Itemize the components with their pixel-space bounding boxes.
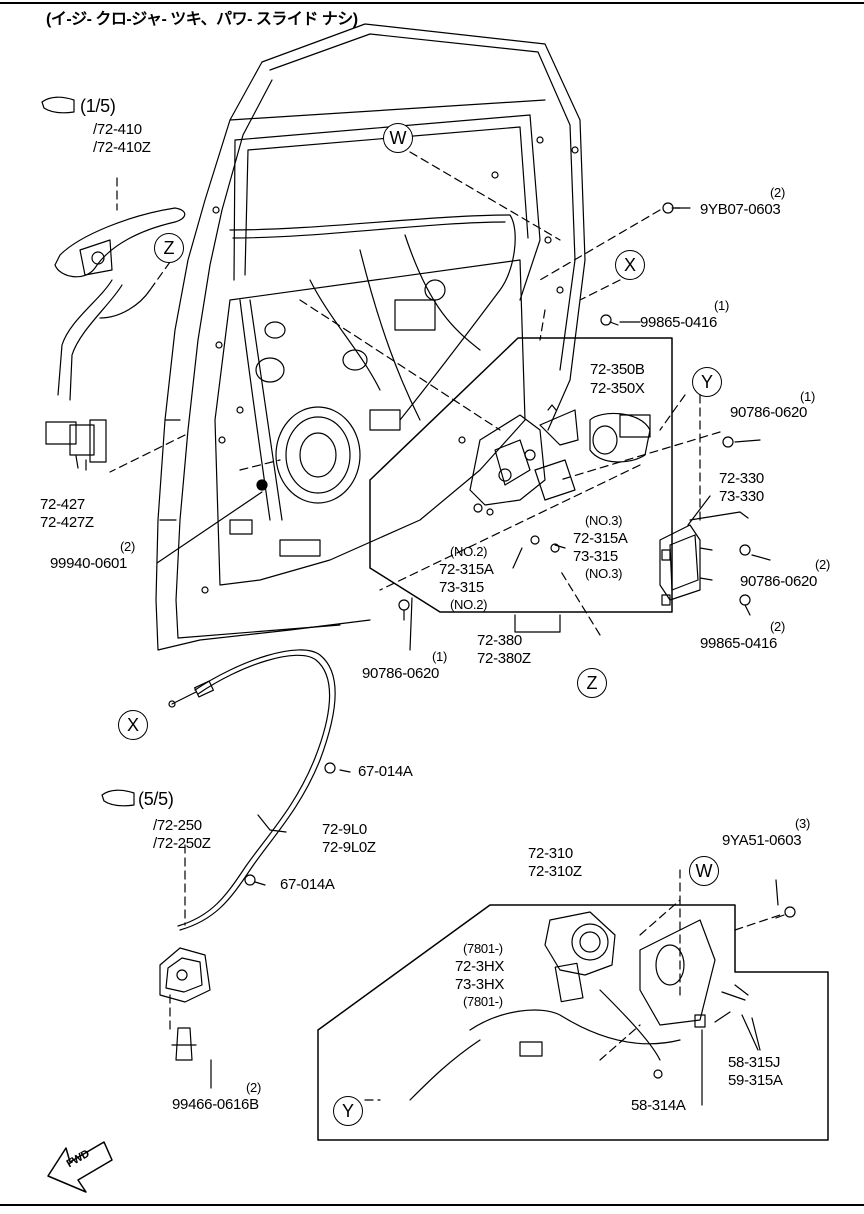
closer-box [317,904,829,1141]
qty-9yb07: (2) [770,185,785,200]
qty-90786-a: (1) [800,389,815,404]
part-59-315a[interactable]: 59-315A [728,1072,783,1089]
part-72-410z[interactable]: /72-410Z [93,139,151,156]
latch-assembly-drawing [469,404,651,516]
part-72-427z[interactable]: 72-427Z [40,514,94,531]
part-72-3hx[interactable]: 72-3HX [455,958,505,975]
part-72-330[interactable]: 72-330 [719,470,764,487]
date-7801-b: (7801-) [463,994,503,1009]
part-99940-0601[interactable]: 99940-0601 [50,555,128,572]
date-7801-a: (7801-) [463,941,503,956]
cable-drawing [168,649,336,931]
part-72-380[interactable]: 72-380 [477,632,522,649]
qty-90786-b: (2) [815,557,830,572]
fwd-arrow-icon [47,1141,113,1193]
part-72-380z[interactable]: 72-380Z [477,650,531,667]
view-marker-x-left[interactable]: X [118,710,148,740]
dashed-leaders [109,151,781,1101]
part-73-315-right[interactable]: 73-315 [573,548,618,565]
part-99865-0416-a[interactable]: 99865-0416 [640,314,718,331]
part-99466-0616b[interactable]: 99466-0616B [172,1096,259,1113]
part-90786-0620-c[interactable]: 90786-0620 [362,665,440,682]
part-73-3hx[interactable]: 73-3HX [455,976,505,993]
no2-b: (NO.2) [450,597,488,612]
ref-1-5[interactable]: (1/5) [80,96,116,116]
part-72-427[interactable]: 72-427 [40,496,85,513]
part-73-330[interactable]: 73-330 [719,488,764,505]
closer-motor-drawing [409,911,749,1101]
part-67-014a-b[interactable]: 67-014A [280,876,335,893]
part-72-310[interactable]: 72-310 [528,845,573,862]
ref-5-5[interactable]: (5/5) [138,789,174,809]
latch-box [369,337,673,613]
view-marker-y-bottom[interactable]: Y [333,1096,363,1126]
qty-9ya51: (3) [795,816,810,831]
qty-99466: (2) [246,1080,261,1095]
part-72-350x[interactable]: 72-350X [590,380,645,397]
part-9ya51-0603[interactable]: 9YA51-0603 [722,832,802,849]
view-marker-y-top[interactable]: Y [692,367,722,397]
part-73-315-left[interactable]: 73-315 [439,579,484,596]
part-99865-0416-b[interactable]: 99865-0416 [700,635,778,652]
part-72-350b[interactable]: 72-350B [590,361,645,378]
bottom-rule [0,1204,864,1206]
part-72-410[interactable]: /72-410 [93,121,142,138]
remote-latch-drawing [159,947,211,1061]
qty-99865-b: (2) [770,619,785,634]
part-58-314a[interactable]: 58-314A [631,1097,686,1114]
part-72-250[interactable]: /72-250 [153,817,202,834]
part-72-315a-right[interactable]: 72-315A [573,530,628,547]
part-72-315a-left[interactable]: 72-315A [439,561,494,578]
no3-a: (NO.3) [585,513,623,528]
part-58-315j[interactable]: 58-315J [728,1054,781,1071]
outside-handle-drawing [45,207,186,471]
view-marker-z-bottom[interactable]: Z [577,668,607,698]
qty-99865-a: (1) [714,298,729,313]
striker-drawing [659,511,749,606]
solid-leaders [156,207,779,1106]
part-72-9l0z[interactable]: 72-9L0Z [322,839,376,856]
qty-99940: (2) [120,539,135,554]
view-marker-w-bottom[interactable]: W [689,856,719,886]
view-marker-z-top[interactable]: Z [154,233,184,263]
view-marker-x-top[interactable]: X [615,250,645,280]
qty-90786-c: (1) [432,649,447,664]
part-90786-0620-b[interactable]: 90786-0620 [740,573,818,590]
part-67-014a-a[interactable]: 67-014A [358,763,413,780]
part-72-250z[interactable]: /72-250Z [153,835,211,852]
top-rule [0,2,864,4]
part-9yb07-0603[interactable]: 9YB07-0603 [700,201,781,218]
page-title: (イ-ジ- クロ-ジャ- ツキ、パワ- スライド ナシ) [46,11,358,28]
door-inner-panel [201,136,579,594]
part-72-310z[interactable]: 72-310Z [528,863,582,880]
door-shell [155,23,586,651]
view-marker-w-top[interactable]: W [383,123,413,153]
no3-b: (NO.3) [585,566,623,581]
part-72-9l0[interactable]: 72-9L0 [322,821,367,838]
no2-a: (NO.2) [450,544,488,559]
pointing-hand-icon [41,96,135,807]
part-90786-0620-a[interactable]: 90786-0620 [730,404,808,421]
